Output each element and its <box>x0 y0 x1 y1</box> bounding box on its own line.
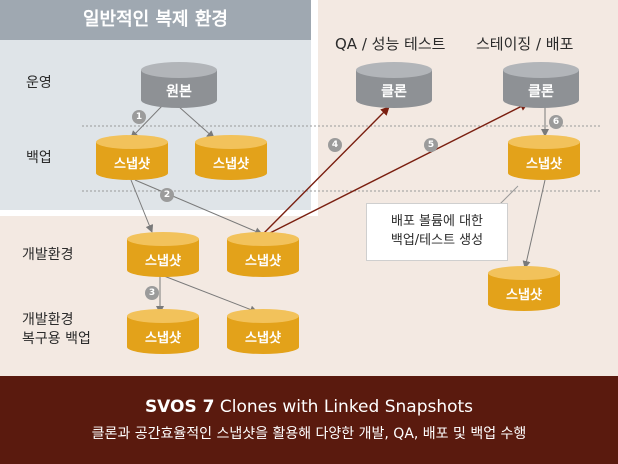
original-volume: 원본 <box>141 62 217 108</box>
right-panel-region <box>311 0 618 376</box>
title-band: 일반적인 복제 환경 <box>0 0 311 40</box>
deploy-backup-snapshot-label: 스냅샷 <box>506 288 542 303</box>
arrow-staging-snapshot-to-snapshot <box>522 179 546 269</box>
row-label-dev-restore-2: 복구용 백업 <box>22 331 91 347</box>
link-snapshot-to-qa-clone <box>261 106 390 236</box>
diagram-title: 일반적인 복제 환경 <box>82 9 228 30</box>
restore-snapshot-1-label: 스냅샷 <box>145 331 181 346</box>
staging-clone-label: 클론 <box>528 84 554 100</box>
deploy-backup-callout: 배포 볼륨에 대한 백업/테스트 생성 <box>366 203 508 261</box>
restore-snapshot-1: 스냅샷 <box>127 309 199 355</box>
staging-deploy-header: 스테이징 / 배포 <box>476 35 574 53</box>
row-label-dev: 개발환경 <box>22 247 74 263</box>
step-marker-2: 2 <box>160 188 174 202</box>
backup-snapshot-2: 스냅샷 <box>195 135 267 181</box>
step-marker-3: 3 <box>145 286 159 300</box>
restore-snapshot-2: 스냅샷 <box>227 309 299 355</box>
arrow-dev-to-restore-2 <box>163 275 258 314</box>
step-marker-6: 6 <box>549 115 563 129</box>
deploy-backup-snapshot: 스냅샷 <box>488 266 560 312</box>
dev-snapshot-2-label: 스냅샷 <box>245 254 281 269</box>
link-snapshot-to-staging-clone <box>263 102 529 237</box>
arrow-original-to-snapshot-2 <box>177 105 215 139</box>
arrow-backup-to-dev-2 <box>134 179 263 235</box>
footer-headline-text: Clones with Linked Snapshots <box>219 397 474 417</box>
staging-snapshot: 스냅샷 <box>508 135 580 181</box>
qa-performance-header: QA / 성능 테스트 <box>335 35 446 53</box>
white-divider <box>311 0 318 210</box>
arrow-backup-to-dev-1 <box>130 179 154 233</box>
row-label-dev-restore-1: 개발환경 <box>22 312 74 328</box>
restore-snapshot-2-label: 스냅샷 <box>245 331 281 346</box>
footer-brand: SVOS 7 <box>144 397 215 417</box>
footer-description: 클론과 공간효율적인 스냅샷을 활용해 다양한 개발, QA, 배포 및 백업 … <box>91 426 527 442</box>
connector-layer <box>82 102 600 314</box>
backup-snapshot-2-label: 스냅샷 <box>213 157 249 172</box>
qa-clone-volume: 클론 <box>356 62 432 108</box>
dev-snapshot-1-label: 스냅샷 <box>145 254 181 269</box>
row-label-operation: 운영 <box>26 75 52 91</box>
footer-banner: SVOS 7 Clones with Linked Snapshots 클론과 … <box>0 376 618 464</box>
qa-clone-label: 클론 <box>381 84 407 100</box>
staging-snapshot-label: 스냅샷 <box>526 157 562 172</box>
footer-headline: SVOS 7 Clones with Linked Snapshots <box>0 396 618 418</box>
staging-clone-volume: 클론 <box>503 62 579 108</box>
step-marker-5: 5 <box>424 138 438 152</box>
arrow-original-to-snapshot-1 <box>130 105 163 139</box>
step-marker-1: 1 <box>132 110 146 124</box>
row-label-backup: 백업 <box>26 150 52 166</box>
white-divider-bottom <box>0 210 318 216</box>
backup-snapshot-1: 스냅샷 <box>96 135 168 181</box>
original-volume-label: 원본 <box>166 84 192 100</box>
backup-snapshot-1-label: 스냅샷 <box>114 157 150 172</box>
dev-snapshot-1: 스냅샷 <box>127 232 199 278</box>
callout-text: 배포 볼륨에 대한 백업/테스트 생성 <box>390 214 484 248</box>
dev-snapshot-2: 스냅샷 <box>227 232 299 278</box>
step-marker-4: 4 <box>328 138 342 152</box>
callout-pointer <box>499 185 519 205</box>
